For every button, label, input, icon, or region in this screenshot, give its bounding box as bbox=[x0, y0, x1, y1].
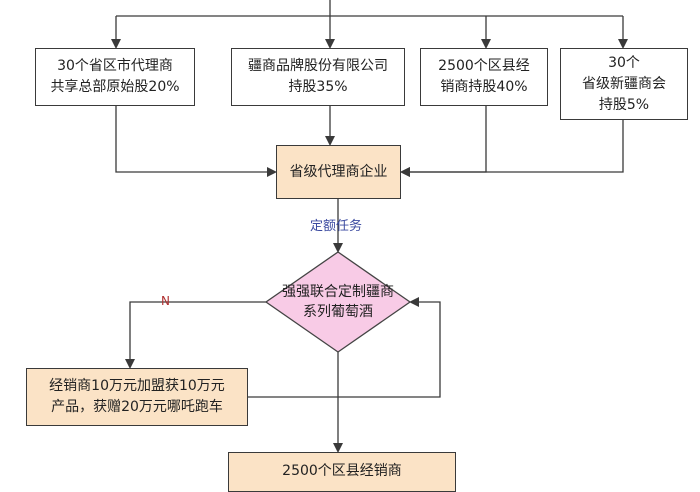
shareholder-box-county-dealers: 2500个区县经销商持股40% bbox=[420, 48, 548, 106]
no-branch-label: N bbox=[161, 294, 170, 308]
provincial-agent-text: 省级代理商企业 bbox=[289, 163, 388, 180]
decision-text: 强强联合定制疆商系列葡萄酒 bbox=[266, 272, 410, 332]
connector-loop-back bbox=[248, 297, 441, 398]
shareholder-text-county-dealers: 2500个区县经销商持股40% bbox=[438, 58, 530, 95]
shareholder-box-provincial-agents: 30个省区市代理商共享总部原始股20% bbox=[35, 48, 195, 106]
bottom-dealers-text: 2500个区县经销商 bbox=[282, 463, 402, 479]
quota-task-label: 定额任务 bbox=[310, 219, 363, 234]
shareholder-text-brand-company: 疆商品牌股份有限公司持股35% bbox=[248, 58, 388, 95]
shareholder-box-chamber-of-commerce: 30个省级新疆商会持股5% bbox=[560, 48, 688, 120]
connector-shareholder-3-to-agent bbox=[400, 106, 487, 177]
provincial-agent-box: 省级代理商企业 bbox=[276, 145, 401, 199]
decision-diamond-shape bbox=[264, 251, 412, 353]
connector-shareholder-1-to-agent bbox=[115, 106, 277, 177]
decision-label: 强强联合定制疆商系列葡萄酒 bbox=[282, 284, 394, 320]
dealer-offer-text: 经销商10万元加盟获10万元产品，获赠20万元哪吒跑车 bbox=[49, 378, 225, 415]
shareholder-text-chamber-of-commerce: 30个省级新疆商会持股5% bbox=[582, 54, 666, 113]
shareholder-text-provincial-agents: 30个省区市代理商共享总部原始股20% bbox=[50, 58, 180, 95]
connector-shareholder-4-to-agent bbox=[400, 120, 624, 177]
dealer-offer-box: 经销商10万元加盟获10万元产品，获赠20万元哪吒跑车 bbox=[26, 368, 248, 426]
shareholder-box-brand-company: 疆商品牌股份有限公司持股35% bbox=[231, 48, 405, 106]
bottom-dealers-box: 2500个区县经销商 bbox=[228, 452, 456, 492]
flowchart-connectors bbox=[111, 0, 628, 453]
connector-no-branch bbox=[125, 301, 266, 369]
